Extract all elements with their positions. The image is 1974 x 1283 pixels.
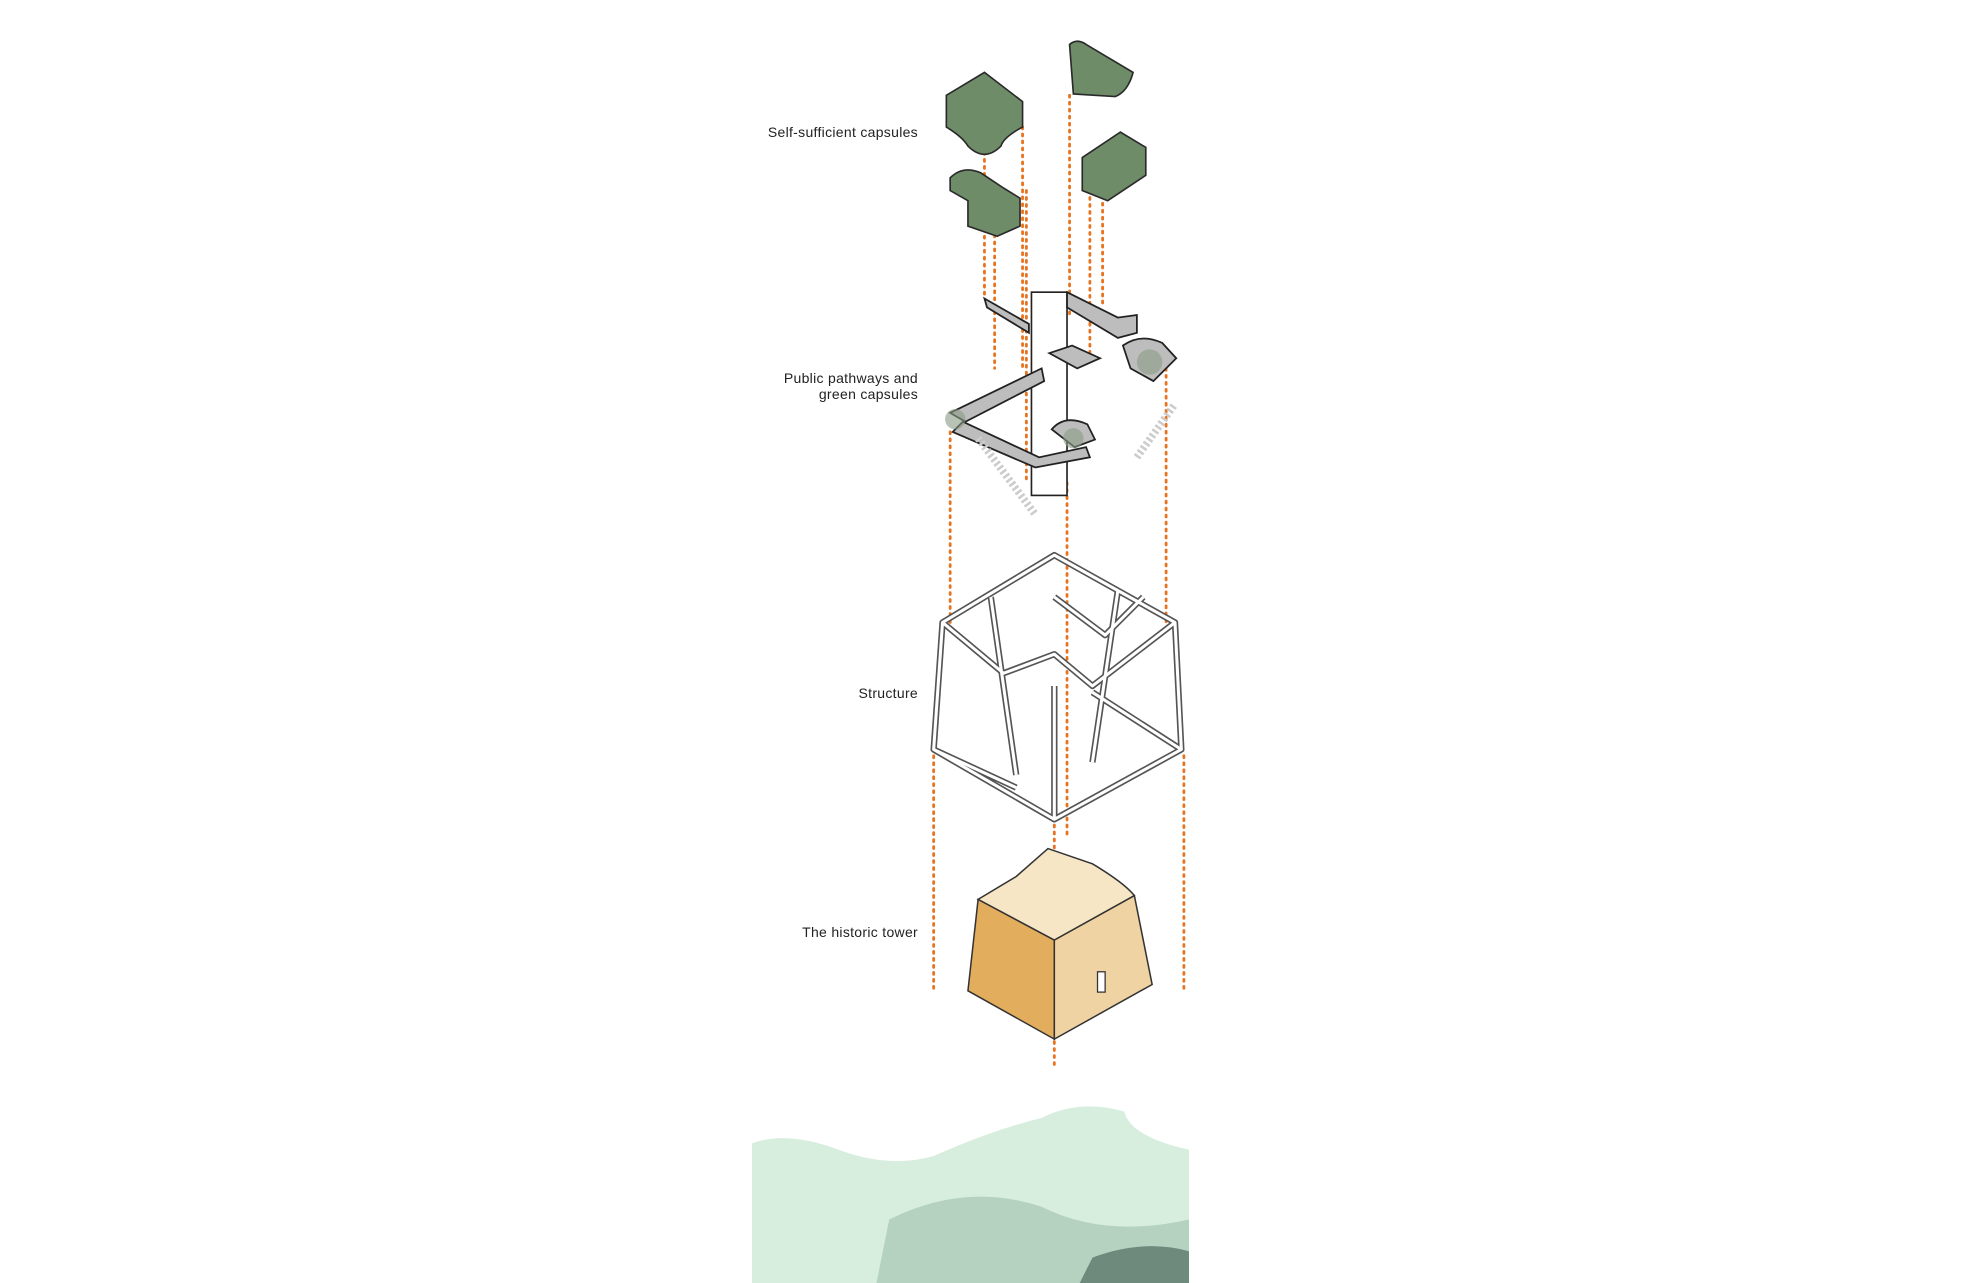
public-pathways-and-green-capsules: [945, 290, 1179, 517]
historic-tower: [967, 847, 1153, 1041]
structure-frame: [930, 551, 1185, 823]
label-historic-tower: The historic tower: [802, 924, 918, 940]
label-self-sufficient-capsules: Self-sufficient capsules: [767, 124, 918, 140]
self-sufficient-capsules: [945, 40, 1147, 238]
terrain: [752, 1106, 1189, 1283]
label-structure: Structure: [858, 685, 918, 701]
label-public-pathways: Public pathways and green capsules: [783, 370, 918, 402]
